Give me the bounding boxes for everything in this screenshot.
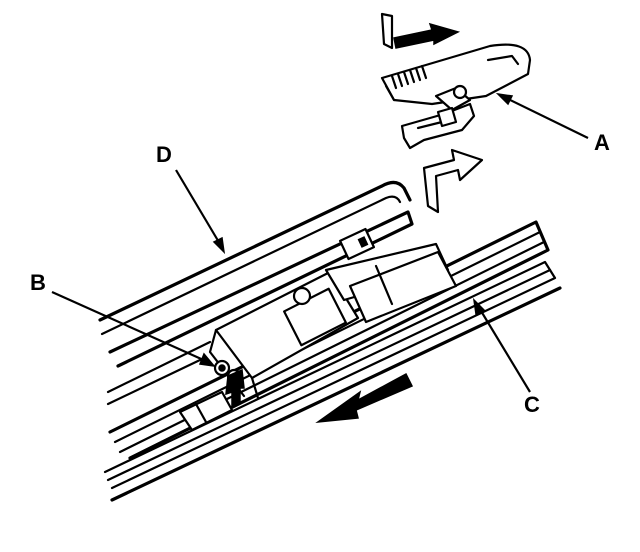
leader-line-c [477, 305, 531, 393]
cap-grip-ribs [390, 64, 428, 90]
arrow-down-left-icon [315, 372, 414, 424]
leader-line-b [51, 290, 209, 364]
leader-arrowhead-c [472, 297, 486, 316]
callout-c: C [524, 392, 540, 417]
callout-a: A [594, 130, 610, 155]
adapter-rivet [292, 286, 312, 306]
arm-clip-tab [338, 227, 376, 261]
wiper-adapter [178, 242, 458, 432]
wiper-cap [380, 43, 532, 150]
leader-line-d [175, 169, 221, 245]
hollow-arrow-down-icon [422, 148, 484, 214]
callout-d: D [156, 142, 172, 167]
hollow-arrow-up-icon [225, 368, 245, 410]
leader-arrowhead-d [212, 236, 226, 255]
callout-b: B [30, 270, 46, 295]
leader-line-a [501, 95, 589, 139]
arrow-right-icon [380, 12, 461, 50]
wiper-arm [98, 180, 414, 406]
leader-arrowhead-b [198, 352, 216, 368]
leader-arrowhead-a [495, 92, 514, 106]
